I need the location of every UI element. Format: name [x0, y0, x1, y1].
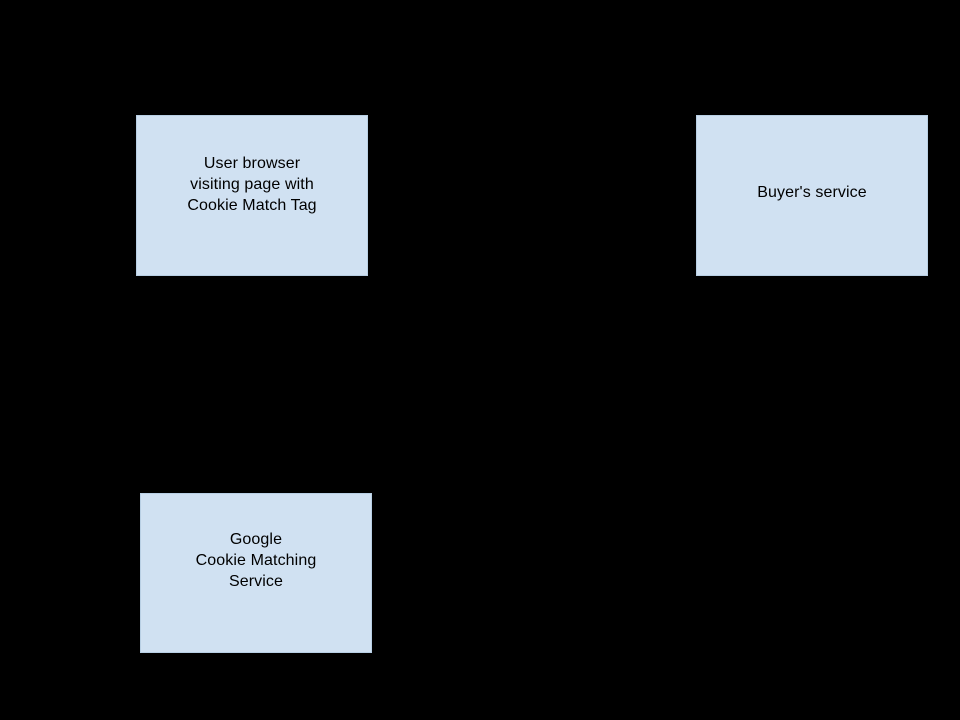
diagram-node-user-browser[interactable]: User browser visiting page with Cookie M…: [136, 115, 368, 276]
diagram-node-user-browser-label: User browser visiting page with Cookie M…: [187, 155, 317, 214]
diagram-node-google-cookie-matching-label: Google Cookie Matching Service: [195, 530, 317, 590]
diagram-node-buyers-service[interactable]: Buyer's service: [696, 115, 928, 276]
diagram-node-buyers-service-label: Buyer's service: [757, 183, 867, 201]
diagram-node-google-cookie-matching[interactable]: Google Cookie Matching Service: [140, 493, 372, 653]
